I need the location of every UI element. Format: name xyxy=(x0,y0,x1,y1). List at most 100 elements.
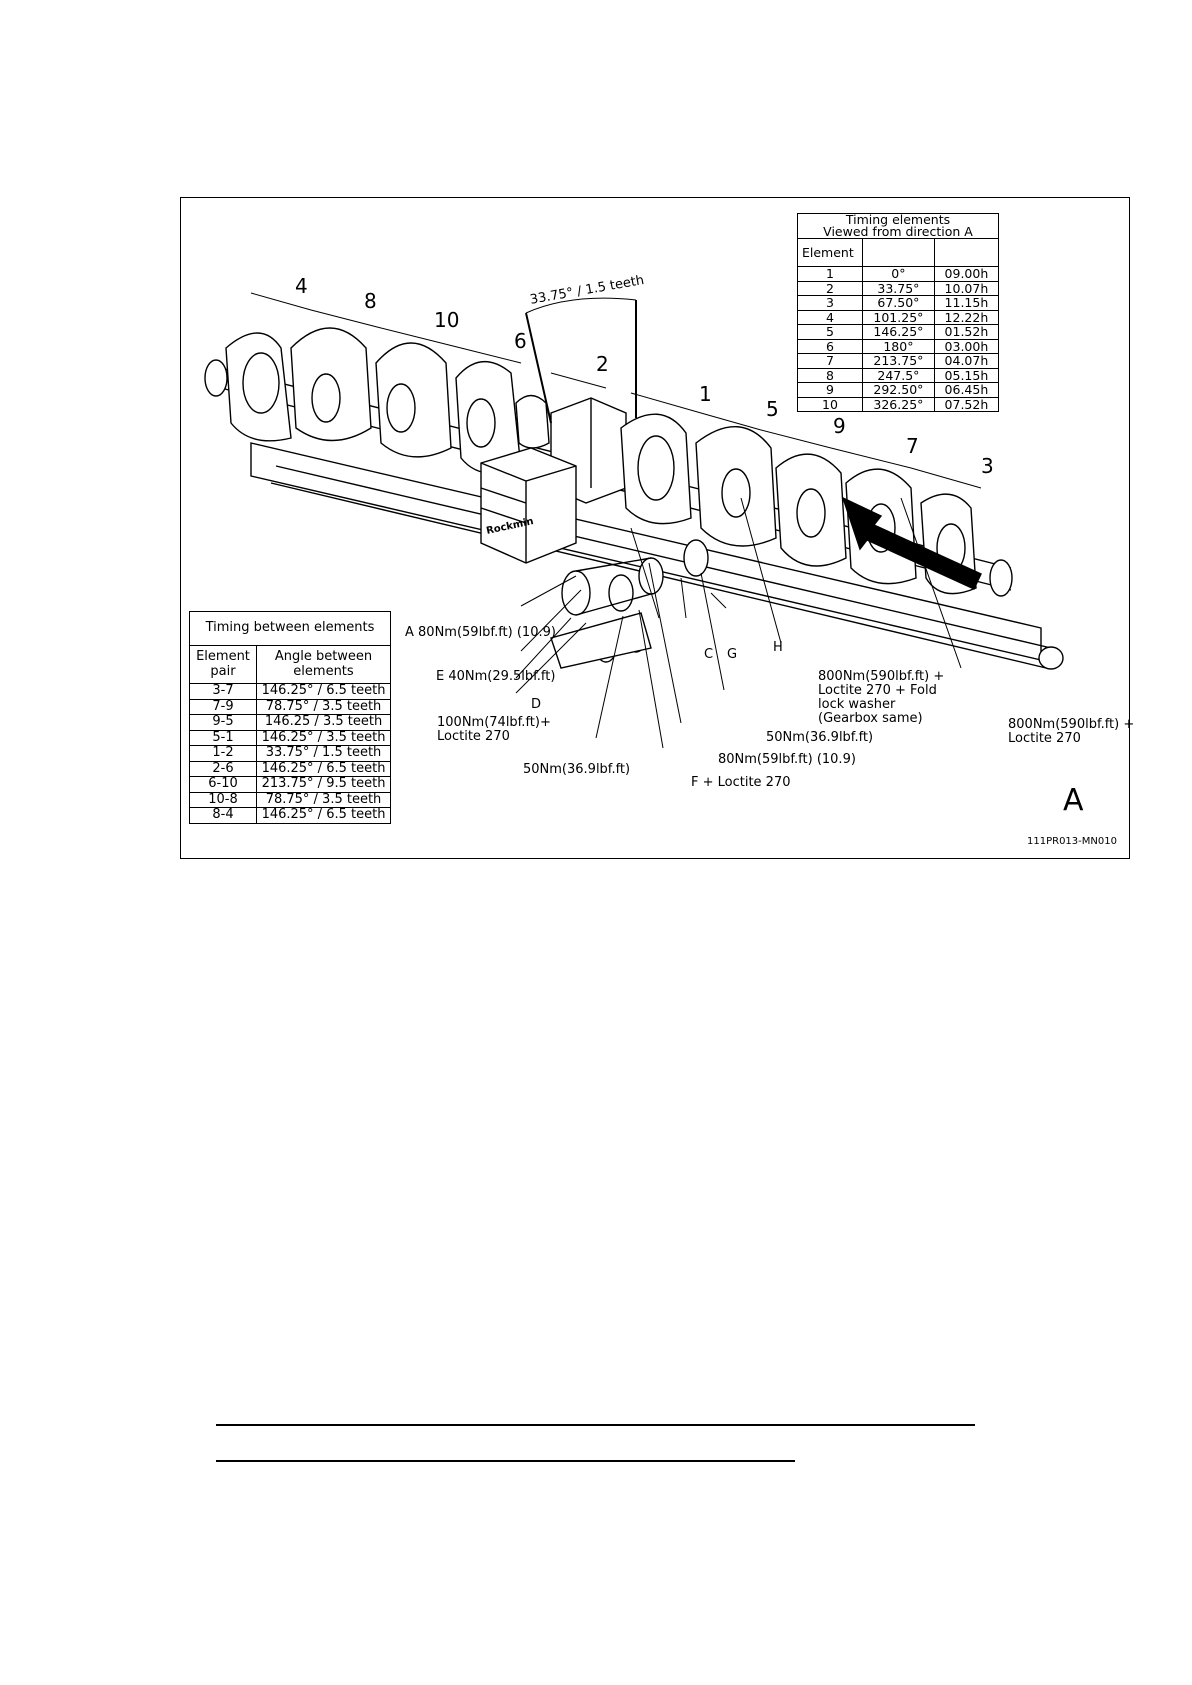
column-header-angle-line2: elements xyxy=(293,663,354,679)
callout-b: 50Nm(36.9lbf.ft) xyxy=(523,762,631,777)
angle-cell: 33.75° xyxy=(862,280,935,296)
element-label-10: 10 xyxy=(434,308,460,332)
callout-d-torque-line1: 100Nm(74lbf.ft)+ xyxy=(437,715,551,730)
column-header-pair-line1: Element xyxy=(196,649,250,664)
callout-d-torque-line2: Loctite 270 xyxy=(437,729,510,744)
element-pair-cell: 2-6 xyxy=(189,760,257,777)
callout-c-torque: 80Nm(59lbf.ft) (10.9) xyxy=(718,752,856,767)
angle-cell: 326.25° xyxy=(862,396,935,412)
element-number-cell: 4 xyxy=(797,309,863,325)
angle-between-cell: 213.75° / 9.5 teeth xyxy=(256,776,391,793)
angle-cell: 0° xyxy=(862,266,935,282)
callout-gear-line2: Loctite 270 + Fold xyxy=(818,683,937,698)
callout-gear-line4: (Gearbox same) xyxy=(818,711,923,726)
blank-line-2 xyxy=(216,1460,795,1462)
assembly-figure: 4 8 10 6 2 1 5 9 7 3 33.75° / 1.5 teeth … xyxy=(180,197,1134,859)
element-number-cell: 5 xyxy=(797,324,863,340)
blank-line-1 xyxy=(216,1424,975,1426)
timing-table-title-line1: Timing elements xyxy=(845,212,951,227)
element-pair-cell: 3-7 xyxy=(189,683,257,700)
callout-g-torque: 50Nm(36.9lbf.ft) xyxy=(766,730,874,745)
element-label-8: 8 xyxy=(364,289,377,313)
element-label-3: 3 xyxy=(981,454,994,478)
element-number-cell: 6 xyxy=(797,338,863,354)
callout-gear-line3: lock washer xyxy=(818,697,896,712)
element-number-cell: 9 xyxy=(797,382,863,398)
angle-cell: 101.25° xyxy=(862,309,935,325)
clock-cell: 04.07h xyxy=(933,353,1000,369)
angle-cell: 67.50° xyxy=(862,295,935,311)
clock-cell: 07.52h xyxy=(933,396,1000,412)
element-number-cell: 3 xyxy=(797,295,863,311)
clock-cell: 03.00h xyxy=(933,338,1000,354)
rotor-elements-right xyxy=(620,413,1013,597)
element-number-cell: 7 xyxy=(797,353,863,369)
rotor-elements-left xyxy=(204,327,550,475)
drawing-code: 111PR013-MN010 xyxy=(1027,836,1117,847)
timing-between-table: Timing between elements Element pair Ang… xyxy=(189,611,391,824)
element-pair-cell: 8-4 xyxy=(189,807,257,824)
element-label-6: 6 xyxy=(514,329,527,353)
bearing-assembly xyxy=(550,539,709,669)
angle-between-cell: 146.25 / 3.5 teeth xyxy=(256,714,391,731)
timing-between-title: Timing between elements xyxy=(189,611,391,646)
element-label-1: 1 xyxy=(699,382,712,406)
callout-c: C xyxy=(704,647,714,662)
callout-right-line2: Loctite 270 xyxy=(1008,731,1081,746)
callout-a: A 80Nm(59lbf.ft) (10.9) xyxy=(405,625,556,640)
angle-between-cell: 78.75° / 3.5 teeth xyxy=(256,698,391,715)
element-label-4: 4 xyxy=(295,274,308,298)
element-pair-cell: 5-1 xyxy=(189,729,257,746)
element-pair-cell: 1-2 xyxy=(189,745,257,762)
direction-a-label: A xyxy=(1063,783,1084,818)
rotor-assembly-drawing xyxy=(204,292,1064,749)
element-number-cell: 2 xyxy=(797,280,863,296)
angle-cell: 213.75° xyxy=(862,353,935,369)
angle-between-cell: 78.75° / 3.5 teeth xyxy=(256,791,391,808)
angle-cell: 180° xyxy=(862,338,935,354)
callout-g: G xyxy=(727,647,738,662)
element-label-2: 2 xyxy=(596,352,609,376)
angle-between-cell: 146.25° / 6.5 teeth xyxy=(256,683,391,700)
element-number-cell: 10 xyxy=(797,396,863,412)
clock-cell: 09.00h xyxy=(933,266,1000,282)
callout-h: H xyxy=(773,640,783,655)
angle-between-cell: 146.25° / 3.5 teeth xyxy=(256,729,391,746)
clock-cell: 01.52h xyxy=(933,324,1000,340)
callout-e: E 40Nm(29.5lbf.ft) xyxy=(436,669,556,684)
angle-cell: 146.25° xyxy=(862,324,935,340)
angle-cell: 292.50° xyxy=(862,382,935,398)
callout-right-line1: 800Nm(590lbf.ft) + xyxy=(1008,717,1135,732)
clock-cell: 11.15h xyxy=(933,295,1000,311)
element-pair-cell: 9-5 xyxy=(189,714,257,731)
element-number-cell: 1 xyxy=(797,266,863,282)
angle-between-cell: 33.75° / 1.5 teeth xyxy=(256,745,391,762)
clock-cell: 12.22h xyxy=(933,309,1000,325)
element-label-9: 9 xyxy=(833,414,846,438)
callout-gear-line1: 800Nm(590lbf.ft) + xyxy=(818,669,945,684)
timing-table-direction-a: Timing elements Viewed from direction A … xyxy=(797,212,1000,412)
timing-table-title-line2: Viewed from direction A xyxy=(823,224,973,239)
callout-f: F + Loctite 270 xyxy=(691,775,791,790)
element-label-7: 7 xyxy=(906,434,919,458)
element-label-5: 5 xyxy=(766,397,779,421)
clock-cell: 05.15h xyxy=(933,367,1000,383)
direction-a-arrow xyxy=(841,496,982,590)
clock-cell: 06.45h xyxy=(933,382,1000,398)
element-pair-cell: 6-10 xyxy=(189,776,257,793)
